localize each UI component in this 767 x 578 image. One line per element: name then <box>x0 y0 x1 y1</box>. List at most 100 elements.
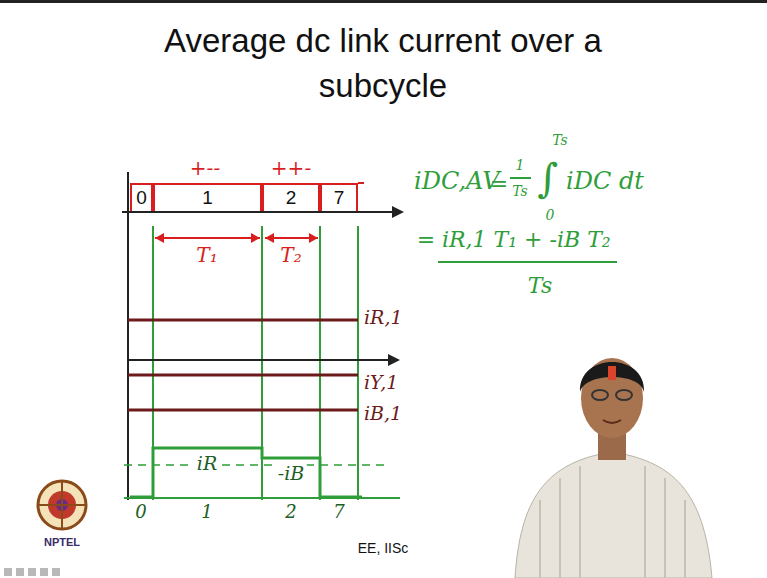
segment-boundaries <box>153 226 358 500</box>
boundary-line <box>357 226 359 500</box>
segment-number: 2 <box>285 502 296 523</box>
label-holder: +-- <box>190 157 220 180</box>
duration-label: T₂ <box>280 244 301 267</box>
glasses <box>592 390 608 400</box>
switching-state: +-- <box>190 157 220 180</box>
segment-number: 0 <box>135 502 146 523</box>
equation-term: iDC,AV <box>414 168 500 196</box>
label-holder: iDC dt <box>566 168 644 196</box>
label-holder: = <box>490 171 508 196</box>
label-holder: iR,1 T₁ + -iB T₂ <box>442 227 611 252</box>
dc-link-waveform <box>130 448 362 497</box>
toolbar-icons <box>4 568 60 576</box>
label-holder: iDC,AV <box>414 168 500 196</box>
timeline-segment: 0 <box>130 183 153 211</box>
integral-sign: ∫ <box>538 155 559 201</box>
label-holder: 1 <box>516 156 525 174</box>
current-label: iY,1 <box>364 372 398 394</box>
segment-number: 7 <box>334 187 345 209</box>
timeline-segment: 1 <box>153 183 262 211</box>
tilak <box>608 366 616 380</box>
timeline-segment: 2 <box>262 183 320 211</box>
timeline-segment: 7 <box>320 183 358 211</box>
shirt-stripes <box>540 466 685 578</box>
equation-term: Ts <box>512 183 528 199</box>
time-axis <box>122 211 396 213</box>
toolbar-icon <box>52 568 60 576</box>
vertical-axis <box>127 172 129 500</box>
footer-text: EE, IISc <box>358 540 409 556</box>
top-frame <box>0 0 767 3</box>
label-holder: Ts <box>552 131 568 149</box>
label-holder: ∫ <box>538 155 559 201</box>
equation-term: 1 <box>516 157 525 173</box>
equation-numerator: iR,1 T₁ + -iB T₂ <box>442 227 611 252</box>
label-holder: iB,1 <box>364 403 402 425</box>
waveform-level: iR <box>194 453 220 475</box>
equation-denominator: Ts <box>528 273 552 298</box>
lecturer-photo <box>515 358 712 578</box>
hair <box>580 362 644 392</box>
shirt <box>515 452 712 578</box>
label-holder: 0 <box>546 206 555 224</box>
current-line <box>128 409 358 412</box>
integral-limit: 0 <box>546 207 555 223</box>
arrow-head <box>251 233 260 243</box>
label-holder: -iB <box>275 463 307 485</box>
current-line <box>128 319 358 322</box>
segment-number: 1 <box>201 502 212 523</box>
arrow-head <box>392 206 404 218</box>
label-holder: T₁ <box>196 244 217 267</box>
current-label: iB,1 <box>364 403 402 425</box>
timeline-box <box>358 182 364 184</box>
label-holder: ++- <box>271 157 311 180</box>
current-line <box>128 374 358 377</box>
toolbar-icon <box>4 568 12 576</box>
label-holder: iR <box>194 453 220 475</box>
label-holder: iY,1 <box>364 372 398 394</box>
label-holder: Ts <box>512 182 528 200</box>
arrow-head <box>155 233 164 243</box>
zero-axis <box>128 359 392 361</box>
label-holder: 1 <box>201 502 212 523</box>
equation-sign: = <box>417 227 435 252</box>
equation-term: iDC dt <box>566 168 644 196</box>
label-holder: 2 <box>285 502 296 523</box>
logo-spokes <box>38 481 86 529</box>
integral-limit: Ts <box>552 132 568 148</box>
dashed-level <box>124 464 388 466</box>
segment-number: 1 <box>202 187 213 209</box>
arrow-head <box>265 233 274 243</box>
label-holder: 0 <box>135 502 146 523</box>
label-holder: NPTEL <box>44 532 80 550</box>
fraction-bar <box>438 261 617 263</box>
toolbar-icon <box>40 568 48 576</box>
equation-sign: = <box>490 171 508 196</box>
logo-text: NPTEL <box>44 536 80 549</box>
slide-title: Average dc link current over a subcycle <box>164 22 602 104</box>
segment-number: 7 <box>333 502 344 523</box>
logo-ring <box>38 481 86 529</box>
toolbar-icon <box>16 568 24 576</box>
arrow-head <box>388 354 400 366</box>
label-holder: Ts <box>528 273 552 298</box>
glasses <box>616 390 632 400</box>
fraction-bar <box>510 177 531 179</box>
nptel-logo <box>38 481 86 529</box>
waveform-level: -iB <box>275 463 307 485</box>
duration-label: T₁ <box>196 244 217 267</box>
mouth <box>603 420 621 423</box>
label-holder: 7 <box>333 502 344 523</box>
duration-arrow <box>155 237 260 239</box>
arrow-head <box>309 233 318 243</box>
switching-state: ++- <box>271 157 311 180</box>
segment-number: 0 <box>136 187 147 209</box>
label-holder: EE, IISc <box>358 539 409 557</box>
current-label: iR,1 <box>364 307 403 329</box>
label-holder: iR,1 <box>364 307 403 329</box>
title-box: Average dc link current over a subcycle <box>118 18 648 108</box>
label-holder: = <box>417 227 435 252</box>
toolbar-icon <box>28 568 36 576</box>
segment-number: 2 <box>286 187 297 209</box>
